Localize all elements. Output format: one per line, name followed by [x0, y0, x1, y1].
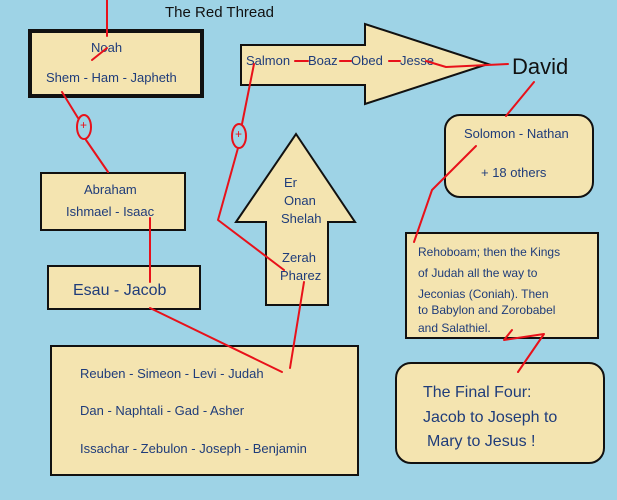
plus-sign-1: + [80, 118, 88, 132]
thread-jesse-david [425, 60, 509, 68]
final-four-box [395, 362, 605, 464]
esau-jacob-label: Esau - Jacob [73, 282, 167, 299]
thread-plus-oval-2 [231, 123, 247, 149]
thread-plus-oval-1 [76, 114, 92, 140]
thread-noah-shem [91, 47, 108, 61]
abraham-box [40, 172, 186, 231]
right-arrow [240, 22, 492, 106]
thread-shem-abraham [61, 91, 109, 173]
judah-son-zerah: Zerah [282, 250, 316, 265]
diagram-title: The Red Thread [165, 4, 274, 21]
thread-david-solomon [505, 81, 535, 117]
kings-line-2: of Judah all the way to [418, 266, 538, 280]
tribes-row-3: Issachar - Zebulon - Joseph - Benjamin [80, 441, 307, 456]
thread-pharez-salmon [217, 147, 285, 271]
tribes-box [50, 345, 359, 476]
kings-line-3: Jeconias (Coniah). Then [418, 287, 549, 301]
abraham-sons-label: Ishmael - Isaac [66, 204, 155, 219]
thread-judah-pharez [289, 281, 305, 369]
thread-jacob-judah [149, 307, 283, 373]
kings-line-1: Rehoboam; then the Kings [418, 245, 561, 259]
solomon-label: Solomon - Nathan [464, 126, 569, 141]
judah-son-onan: Onan [284, 193, 316, 208]
final-line-2: Jacob to Joseph to [423, 409, 558, 426]
others-label: + 18 others [481, 165, 547, 180]
judah-son-pharez: Pharez [280, 268, 322, 283]
esau-jacob-box [47, 265, 201, 310]
noah-box [28, 29, 204, 98]
kings-box [405, 232, 599, 339]
final-line-3: Mary to Jesus ! [427, 433, 536, 450]
noah-sons-label: Shem - Ham - Japheth [46, 70, 177, 85]
tribes-row-1: Reuben - Simeon - Levi - Judah [80, 366, 264, 381]
solomon-box [444, 114, 594, 198]
abraham-label: Abraham [84, 182, 137, 197]
salmon-label: Salmon [246, 53, 291, 68]
plus-sign-2: + [235, 127, 243, 141]
final-line-1: The Final Four: [423, 384, 532, 401]
judah-son-shelah: Shelah [281, 211, 322, 226]
jesse-label: Jesse [400, 53, 434, 68]
kings-line-4: to Babylon and Zorobabel [418, 303, 556, 317]
boaz-label: Boaz [308, 53, 338, 68]
kings-line-5: and Salathiel. [418, 321, 491, 335]
obed-label: Obed [351, 53, 383, 68]
thread-solomon-kings [413, 145, 477, 243]
thread-kings-final [503, 329, 545, 373]
thread-salmon-up [241, 63, 255, 125]
tribes-row-2: Dan - Naphtali - Gad - Asher [80, 403, 245, 418]
david-label: David [512, 54, 569, 79]
judah-son-er: Er [284, 175, 297, 190]
up-arrow [234, 132, 357, 306]
